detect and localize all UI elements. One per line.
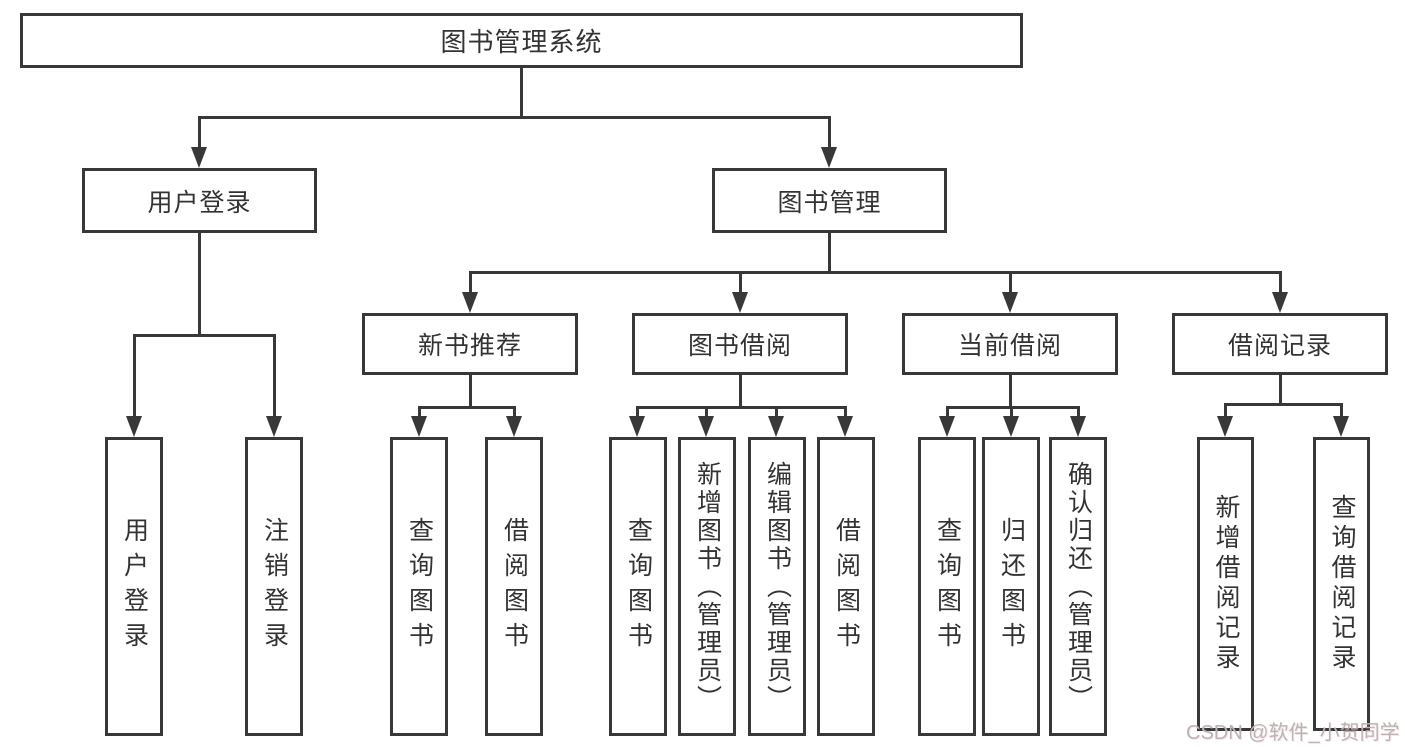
arrow-down-icon (629, 416, 645, 437)
connector-line (739, 271, 742, 296)
leaf-label: 查询图书 (624, 516, 653, 657)
leaf-label: 新增图书（管理员） (693, 460, 722, 713)
node-current-borrow: 当前借阅 (902, 313, 1118, 375)
arrow-down-icon (732, 292, 748, 313)
leaf-label: 归还图书 (997, 516, 1026, 657)
leaf-confirm-return-admin: 确认归还（管理员） (1049, 437, 1107, 736)
arrow-down-icon (506, 416, 522, 437)
arrow-down-icon (698, 416, 714, 437)
connector-line (739, 375, 742, 408)
connector-line (636, 406, 639, 420)
leaf-edit-book-admin: 编辑图书（管理员） (748, 437, 806, 736)
connector-line (705, 406, 708, 420)
arrow-down-icon (126, 416, 142, 437)
connector-line (775, 406, 778, 420)
connector-line (1009, 375, 1012, 408)
arrow-down-icon (821, 147, 837, 168)
leaf-query-book-3: 查询图书 (918, 437, 976, 736)
connector-line (1224, 403, 1227, 420)
leaf-add-book-admin: 新增图书（管理员） (678, 437, 736, 736)
node-book-management: 图书管理 (712, 168, 947, 233)
connector-line (198, 116, 201, 152)
connector-line (1010, 406, 1013, 420)
connector-line (636, 406, 846, 409)
leaf-label: 确认归还（管理员） (1064, 460, 1093, 713)
leaf-label: 编辑图书（管理员） (763, 460, 792, 713)
arrow-down-icon (191, 147, 207, 168)
arrow-down-icon (939, 416, 955, 437)
node-user-login: 用户登录 (82, 168, 317, 233)
connector-line (418, 406, 421, 420)
arrow-down-icon (1002, 292, 1018, 313)
connector-line (469, 375, 472, 408)
arrow-down-icon (462, 292, 478, 313)
arrow-down-icon (411, 416, 427, 437)
arrow-down-icon (1272, 292, 1288, 313)
leaf-query-borrow-record: 查询借阅记录 (1313, 437, 1370, 731)
connector-line (198, 116, 830, 119)
csdn-watermark: CSDN @软件_小贺同学 (1186, 722, 1400, 744)
leaf-user-login: 用户登录 (105, 437, 163, 736)
connector-line (469, 271, 1282, 274)
connector-line (828, 233, 831, 273)
leaf-label: 查询图书 (405, 516, 434, 657)
arrow-down-icon (266, 416, 282, 437)
leaf-query-book-1: 查询图书 (390, 437, 448, 736)
leaf-label: 借阅图书 (832, 516, 861, 657)
arrow-down-icon (1333, 416, 1349, 437)
connector-line (1009, 271, 1012, 296)
connector-line (469, 271, 472, 296)
leaf-label: 注销登录 (260, 516, 289, 657)
connector-line (513, 406, 516, 420)
connector-line (1224, 403, 1342, 406)
connector-line (1077, 406, 1080, 420)
arrow-down-icon (837, 416, 853, 437)
node-book-borrow: 图书借阅 (632, 313, 848, 375)
arrow-down-icon (1070, 416, 1086, 437)
leaf-label: 新增借阅记录 (1212, 494, 1240, 674)
connector-line (133, 334, 136, 420)
connector-line (1279, 271, 1282, 296)
arrow-down-icon (768, 416, 784, 437)
leaf-label: 查询借阅记录 (1328, 494, 1356, 674)
connector-line (828, 116, 831, 152)
connector-line (946, 406, 949, 420)
arrow-down-icon (1003, 416, 1019, 437)
connector-line (1340, 403, 1343, 420)
leaf-label: 借阅图书 (500, 516, 529, 657)
leaf-logout: 注销登录 (245, 437, 303, 736)
connector-line (273, 334, 276, 420)
leaf-label: 用户登录 (120, 516, 149, 657)
node-borrow-record: 借阅记录 (1172, 313, 1388, 375)
connector-line (198, 233, 201, 336)
connector-line (844, 406, 847, 420)
leaf-borrow-book-2: 借阅图书 (817, 437, 875, 736)
connector-line (520, 68, 523, 118)
arrow-down-icon (1217, 416, 1233, 437)
node-new-book-recommend: 新书推荐 (362, 313, 578, 375)
node-root: 图书管理系统 (20, 13, 1023, 68)
connector-line (133, 334, 276, 337)
connector-line (418, 406, 516, 409)
leaf-borrow-book-1: 借阅图书 (485, 437, 543, 736)
leaf-add-borrow-record: 新增借阅记录 (1197, 437, 1254, 731)
connector-line (1279, 375, 1282, 405)
leaf-label: 查询图书 (933, 516, 962, 657)
leaf-return-book: 归还图书 (982, 437, 1040, 736)
leaf-query-book-2: 查询图书 (609, 437, 667, 736)
